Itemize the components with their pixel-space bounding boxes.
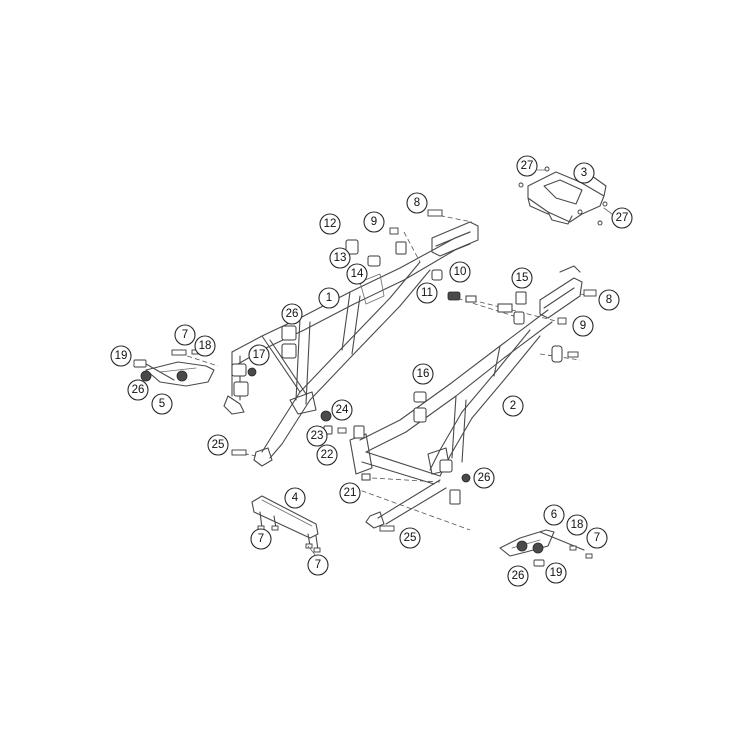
svg-text:12: 12: [324, 218, 337, 230]
callout-12: 12: [319, 213, 341, 235]
callout-17: 17: [248, 344, 270, 366]
svg-text:9: 9: [580, 320, 586, 332]
svg-text:18: 18: [571, 519, 584, 531]
svg-text:11: 11: [421, 287, 433, 299]
svg-text:16: 16: [417, 368, 430, 380]
callout-21: 21: [339, 482, 361, 504]
svg-text:7: 7: [315, 559, 321, 571]
svg-text:1: 1: [326, 292, 332, 304]
svg-text:3: 3: [581, 167, 587, 179]
left-frame-rail: [223, 221, 479, 467]
lower-plate-part-4: [251, 495, 319, 551]
svg-text:17: 17: [253, 349, 266, 361]
svg-text:26: 26: [132, 384, 145, 396]
svg-text:13: 13: [334, 252, 347, 264]
callout-8-a: 8: [406, 192, 428, 214]
callout-26-b: 26: [127, 379, 149, 401]
callout-27-b: 27: [611, 207, 633, 229]
svg-text:2: 2: [510, 400, 516, 412]
callout-7-d: 7: [586, 527, 608, 549]
svg-text:22: 22: [321, 449, 334, 461]
callout-16: 16: [412, 363, 434, 385]
callout-22: 22: [316, 444, 338, 466]
right-bracket-fittings: [516, 540, 593, 567]
top-bracket-part-3: [527, 171, 607, 225]
svg-text:25: 25: [212, 439, 225, 451]
lower-plate-screws: [257, 525, 321, 553]
svg-text:26: 26: [286, 308, 299, 320]
callout-19-a: 19: [110, 345, 132, 367]
svg-text:15: 15: [516, 272, 529, 284]
svg-text:24: 24: [336, 404, 349, 416]
left-bracket-fittings: [133, 349, 219, 382]
svg-text:7: 7: [594, 532, 600, 544]
hardware: [171, 209, 597, 532]
callout-6: 6: [543, 504, 565, 526]
svg-text:19: 19: [550, 567, 563, 579]
callout-24: 24: [331, 399, 353, 421]
callout-11: 11: [416, 282, 438, 304]
svg-text:5: 5: [159, 398, 165, 410]
callout-18-a: 18: [194, 335, 216, 357]
callout-26-c: 26: [473, 467, 495, 489]
callout-7-b: 7: [250, 528, 272, 550]
callout-15: 15: [511, 267, 533, 289]
callout-7-a: 7: [174, 324, 196, 346]
svg-text:14: 14: [351, 268, 364, 280]
callout-5: 5: [151, 393, 173, 415]
callout-10: 10: [449, 261, 471, 283]
callout-14: 14: [346, 263, 368, 285]
leader-lines: [261, 169, 613, 557]
callout-9-b: 9: [572, 315, 594, 337]
callout-8-b: 8: [598, 289, 620, 311]
svg-text:7: 7: [258, 533, 264, 545]
left-bracket-part-5: [145, 361, 215, 387]
callout-4: 4: [284, 487, 306, 509]
callout-3: 3: [573, 162, 595, 184]
svg-text:9: 9: [371, 216, 377, 228]
svg-text:7: 7: [182, 329, 188, 341]
callout-13: 13: [329, 247, 351, 269]
callout-26-d: 26: [507, 565, 529, 587]
svg-text:27: 27: [616, 212, 629, 224]
callout-18-b: 18: [566, 514, 588, 536]
svg-text:27: 27: [521, 160, 534, 172]
callout-7-c: 7: [307, 554, 329, 576]
right-frame-rail: [349, 265, 583, 529]
svg-text:25: 25: [404, 532, 417, 544]
callout-23: 23: [306, 425, 328, 447]
svg-text:10: 10: [454, 266, 467, 278]
svg-text:26: 26: [478, 472, 491, 484]
svg-text:6: 6: [551, 509, 557, 521]
svg-text:8: 8: [606, 294, 612, 306]
callout-19-b: 19: [545, 562, 567, 584]
svg-text:18: 18: [199, 340, 212, 352]
svg-text:8: 8: [414, 197, 420, 209]
callout-26-a: 26: [281, 303, 303, 325]
callout-9-a: 9: [363, 211, 385, 233]
callout-1: 1: [318, 287, 340, 309]
top-bracket-screws: [518, 166, 608, 226]
callout-2: 2: [502, 395, 524, 417]
callout-25-a: 25: [207, 434, 229, 456]
svg-text:23: 23: [311, 430, 324, 442]
svg-text:19: 19: [115, 350, 128, 362]
svg-text:21: 21: [344, 487, 357, 499]
svg-text:4: 4: [292, 492, 299, 504]
callout-27-a: 27: [516, 155, 538, 177]
callout-25-b: 25: [399, 527, 421, 549]
svg-text:26: 26: [512, 570, 525, 582]
